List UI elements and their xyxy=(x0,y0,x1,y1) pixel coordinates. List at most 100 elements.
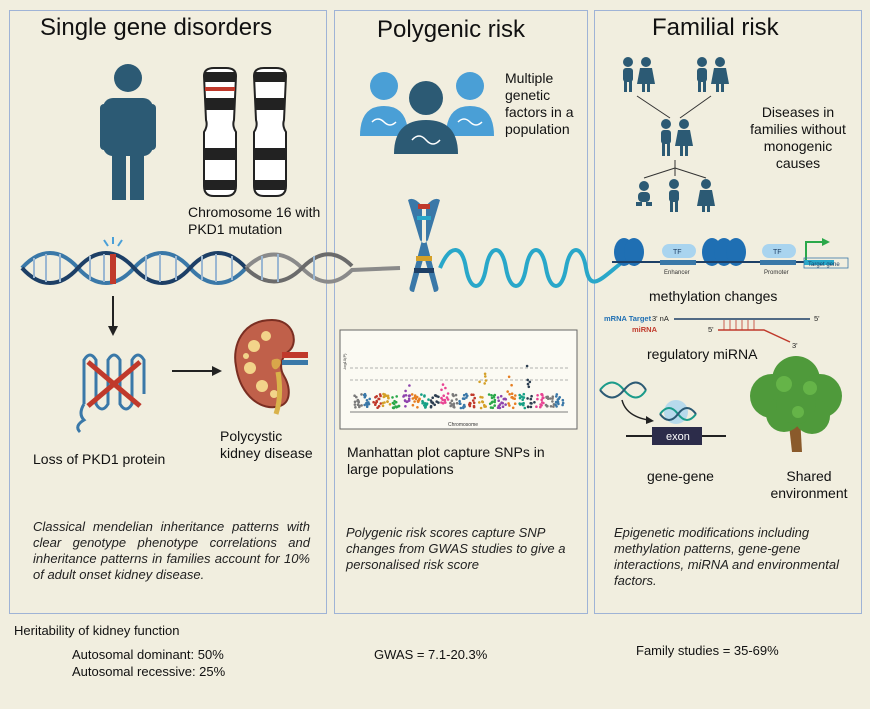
manhattan-snp-dot xyxy=(492,394,496,398)
manhattan-snp-dot xyxy=(526,397,529,400)
manhattan-snp-dot xyxy=(518,402,521,405)
manhattan-x-label: Chromosome xyxy=(448,422,478,428)
families-label: Diseases in families without monogenic c… xyxy=(750,104,846,171)
manhattan-snp-dot xyxy=(483,372,487,376)
manhattan-snp-dot xyxy=(500,401,503,404)
chromosome-label: Chromosome 16 with PKD1 mutation xyxy=(188,204,321,237)
manhattan-snp-dot xyxy=(437,395,440,399)
manhattan-snp-dot xyxy=(408,384,411,387)
manhattan-snp-dot xyxy=(407,397,411,400)
manhattan-label: Manhattan plot capture SNPs in large pop… xyxy=(347,444,545,477)
manhattan-snp-dot xyxy=(544,403,548,407)
manhattan-snp-dot xyxy=(379,402,383,405)
manhattan-snp-dot xyxy=(365,405,369,408)
manhattan-snp-dot xyxy=(354,406,357,409)
manhattan-snp-dot xyxy=(513,397,516,400)
three-prime-na-label: 3' nA xyxy=(652,314,669,323)
manhattan-snp-dot xyxy=(472,393,475,397)
manhattan-snp-dot xyxy=(493,404,496,407)
manhattan-snp-dot xyxy=(431,396,434,399)
manhattan-snp-dot xyxy=(450,399,454,402)
manhattan-snp-dot xyxy=(360,404,363,407)
manhattan-snp-dot xyxy=(499,394,503,398)
family-studies-value: Family studies = 35-69% xyxy=(636,643,779,658)
manhattan-snp-dot xyxy=(484,375,487,378)
manhattan-snp-dot xyxy=(520,402,523,406)
manhattan-snp-dot xyxy=(392,406,395,410)
manhattan-snp-dot xyxy=(418,397,421,401)
manhattan-snp-dot xyxy=(463,405,466,408)
manhattan-snp-dot xyxy=(561,401,565,405)
manhattan-snp-dot xyxy=(455,398,458,401)
manhattan-snp-dot xyxy=(458,402,462,405)
manhattan-snp-dot xyxy=(520,395,523,398)
heritability-title: Heritability of kidney function xyxy=(14,623,180,638)
manhattan-snp-dot xyxy=(483,405,486,408)
manhattan-snp-dot xyxy=(395,395,398,398)
manhattan-snp-dot xyxy=(511,395,514,399)
manhattan-snp-dot xyxy=(367,401,370,404)
manhattan-snp-dot xyxy=(442,394,445,397)
panel-familial xyxy=(594,10,862,614)
manhattan-snp-dot xyxy=(496,396,500,399)
manhattan-snp-dot xyxy=(510,383,513,387)
dna-helix-icon xyxy=(20,237,622,288)
gwas-value: GWAS = 7.1-20.3% xyxy=(374,647,488,662)
chromosome-central-icon xyxy=(408,198,440,292)
manhattan-snp-dot xyxy=(461,397,465,400)
gene-gene-label: gene-gene xyxy=(647,468,714,484)
manhattan-snp-dot xyxy=(421,401,425,404)
manhattan-snp-dot xyxy=(536,394,539,397)
manhattan-snp-dot xyxy=(522,392,526,396)
protein-icon xyxy=(76,353,146,434)
manhattan-snp-dot xyxy=(530,402,533,405)
manhattan-snp-dot xyxy=(446,398,450,401)
familial-description: Epigenetic modifications including methy… xyxy=(614,525,839,588)
manhattan-snp-dot xyxy=(465,396,468,399)
manhattan-snp-dot xyxy=(459,406,463,410)
manhattan-snp-dot xyxy=(455,401,459,405)
manhattan-snp-dot xyxy=(493,398,497,402)
target-gene-label: Target gene xyxy=(808,262,840,268)
familial-title: Familial risk xyxy=(652,14,779,41)
manhattan-snp-dot xyxy=(383,395,386,398)
manhattan-snp-dot xyxy=(554,403,557,407)
manhattan-snp-dot xyxy=(484,379,488,382)
three-prime-label: 3' xyxy=(792,341,798,350)
manhattan-snp-dot xyxy=(506,390,509,393)
single-gene-title: Single gene disorders xyxy=(40,14,273,41)
gene-gene-diagram: exon xyxy=(599,381,726,445)
manhattan-snp-dot xyxy=(504,403,507,406)
manhattan-snp-dot xyxy=(529,405,533,409)
manhattan-snp-dot xyxy=(429,404,433,408)
manhattan-snp-dot xyxy=(404,405,407,408)
manhattan-snp-dot xyxy=(365,399,369,402)
manhattan-snp-dot xyxy=(465,392,468,396)
mrna-target-label: mRNA Target xyxy=(604,314,652,323)
manhattan-snp-dot xyxy=(440,388,443,392)
manhattan-snp-dot xyxy=(424,402,427,405)
manhattan-snp-dot xyxy=(416,399,420,403)
manhattan-snp-dot xyxy=(353,403,357,406)
methylation-label: methylation changes xyxy=(649,288,778,304)
kidney-label: Polycystic kidney disease xyxy=(220,428,313,461)
manhattan-snp-dot xyxy=(545,396,549,399)
manhattan-snp-dot xyxy=(445,396,449,399)
manhattan-snp-dot xyxy=(386,394,390,398)
manhattan-snp-dot xyxy=(440,401,443,404)
manhattan-snp-dot xyxy=(381,404,385,408)
manhattan-snp-dot xyxy=(528,380,532,384)
mirna-label: miRNA xyxy=(632,325,658,334)
manhattan-snp-dot xyxy=(431,401,435,405)
manhattan-snp-dot xyxy=(394,400,398,404)
manhattan-snp-dot xyxy=(491,406,495,410)
tree-icon xyxy=(750,356,842,452)
manhattan-snp-dot xyxy=(530,394,533,398)
panel-polygenic xyxy=(334,10,588,614)
manhattan-snp-dot xyxy=(511,406,515,410)
manhattan-snp-dot xyxy=(525,364,529,368)
manhattan-snp-dot xyxy=(416,406,419,409)
manhattan-snp-dot xyxy=(518,396,522,400)
promoter-label: Promoter xyxy=(764,270,789,276)
polygenic-description: Polygenic risk scores capture SNP change… xyxy=(346,525,566,572)
